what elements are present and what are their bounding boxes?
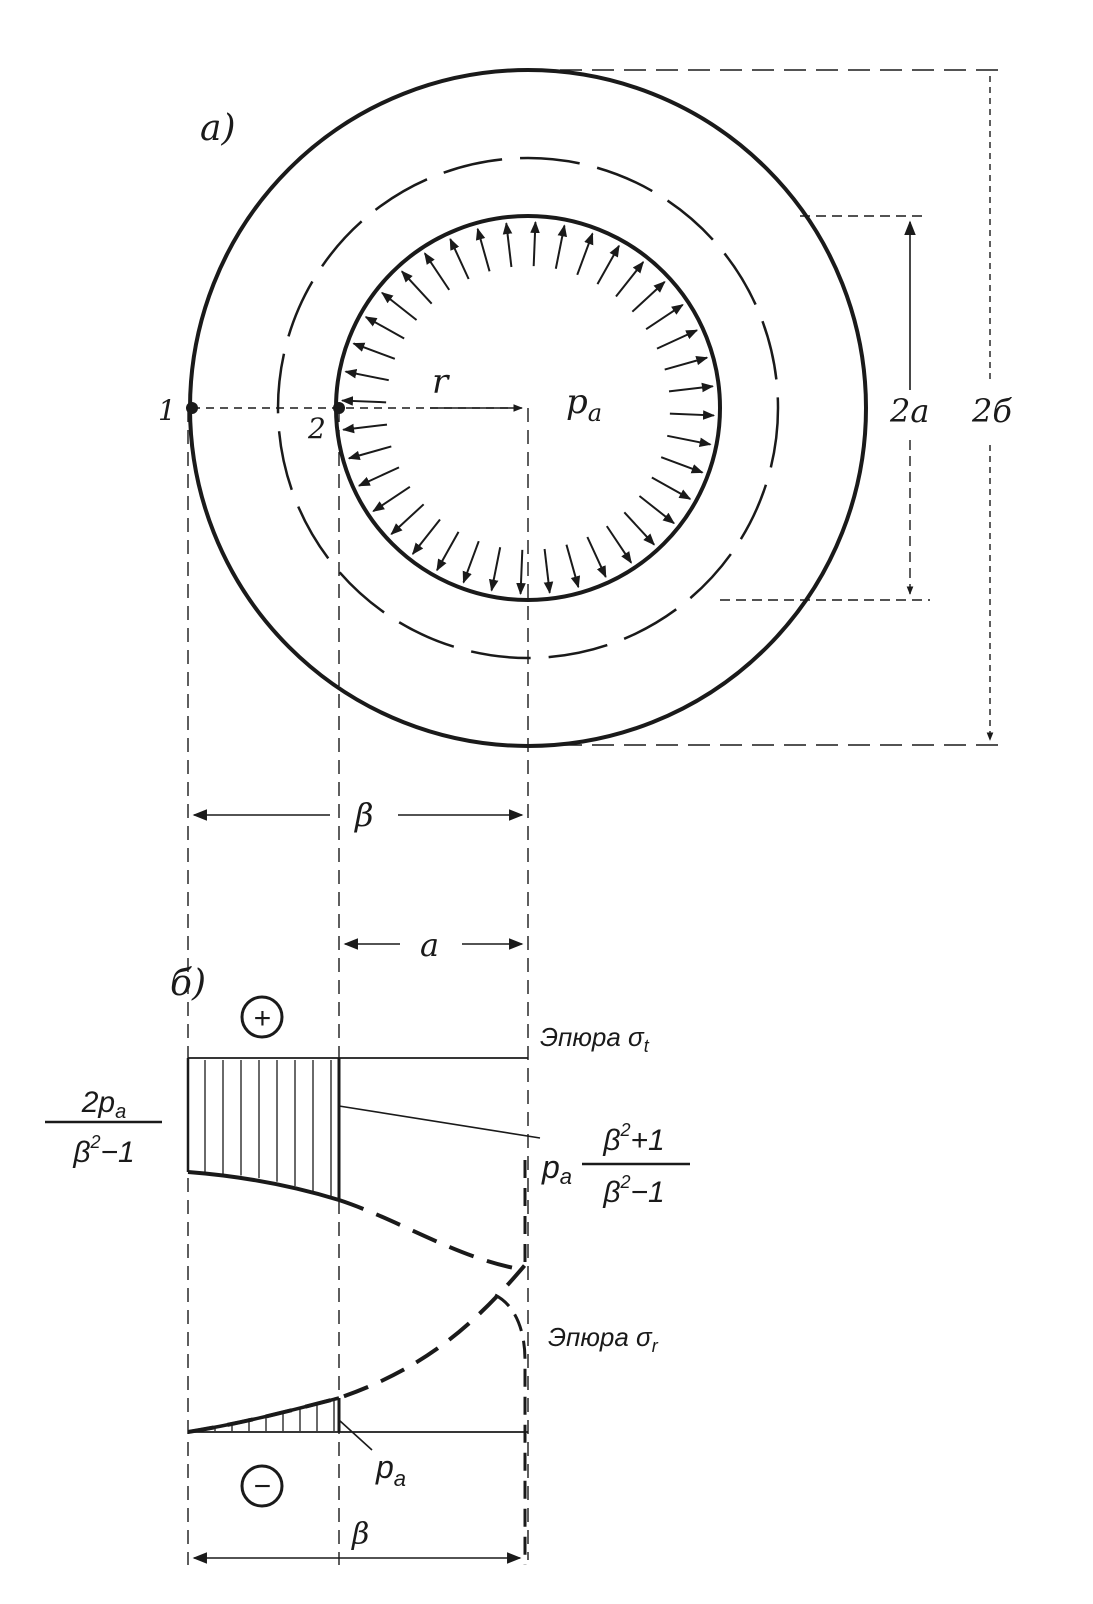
pressure-arrow [660, 456, 704, 474]
pressure-arrow [596, 244, 620, 285]
leader-line-sigma-t [338, 1105, 541, 1139]
dim-a-label: a [420, 926, 439, 964]
pressure-arrow [631, 281, 666, 313]
pressure-arrow [651, 476, 692, 500]
minus-sign: − [253, 1470, 271, 1503]
point-1-marker [186, 402, 198, 414]
inner-diameter-label: 2a [889, 392, 929, 430]
sigma-t-label: Эпюра σt [540, 1022, 650, 1056]
pressure-arrow [449, 237, 470, 280]
hatch-top [204, 1060, 332, 1198]
pressure-arrow [364, 316, 405, 340]
pressure-arrow [645, 303, 684, 331]
dim-b-label: β [354, 796, 374, 834]
pressure-arrow [586, 536, 607, 579]
radius-label: r [432, 362, 450, 402]
pressure-arrow [462, 540, 480, 584]
pa-label: pa [375, 1449, 406, 1491]
sigma-r-curve-solid [187, 1396, 340, 1434]
point-2-label: 2 [307, 412, 326, 445]
pressure-arrow [381, 291, 418, 321]
pressure-arrow [656, 329, 699, 350]
pressure-arrow [347, 445, 392, 461]
pressure-arrow [623, 511, 655, 546]
sigma-t-curve-dashed [338, 1198, 526, 1272]
sigma-r-hatched-area [188, 1398, 528, 1433]
pressure-arrows [340, 220, 716, 596]
leader-line-pa [338, 1419, 373, 1451]
pressure-arrow [372, 485, 411, 513]
pressure-arrow [667, 434, 712, 448]
sigma-r-curve-dashed [187, 1263, 527, 1434]
pressure-arrow [605, 525, 633, 564]
panel-a-label: а) [200, 108, 236, 149]
pressure-arrow [502, 222, 513, 268]
plus-sign: + [253, 1002, 271, 1035]
pressure-arrow [411, 518, 441, 555]
minus-circle [240, 1464, 284, 1508]
dim-bottom-b-label: β [351, 1517, 369, 1552]
pressure-arrow [543, 548, 554, 594]
pressure-arrow [554, 224, 568, 269]
pressure-arrow [390, 503, 425, 535]
pressure-arrow [669, 410, 716, 420]
right-fraction-pa: pa [541, 1149, 572, 1189]
pressure-label: pa [566, 382, 602, 427]
sigma-t-curve-solid [187, 1170, 340, 1202]
right-fraction-denominator: β2−1 [602, 1172, 664, 1209]
pressure-arrow [638, 495, 675, 525]
pressure-arrow [516, 549, 526, 596]
left-fraction-denominator: β2−1 [72, 1132, 134, 1169]
left-fraction-numerator: 2pa [81, 1086, 127, 1123]
pressure-arrow [475, 227, 491, 272]
pressure-arrow [668, 382, 714, 393]
pressure-arrow [344, 368, 389, 382]
pressure-arrow [664, 355, 709, 371]
pressure-arrow [530, 220, 540, 267]
point-1-label: 1 [158, 394, 176, 427]
pressure-arrow [342, 423, 388, 434]
pressure-arrow [565, 544, 581, 589]
pressure-arrow [401, 270, 433, 305]
pressure-arrow [340, 396, 387, 406]
sigma-r-label: Эпюра σr [548, 1322, 659, 1356]
sigma-t-hatched-area [186, 1057, 528, 1200]
plus-circle [240, 995, 284, 1039]
panel-b-label: б) [170, 963, 206, 1004]
pressure-arrow [423, 252, 451, 291]
right-fraction-numerator: β2+1 [602, 1120, 664, 1157]
pressure-arrow [352, 342, 396, 360]
hatch-bottom [214, 1399, 335, 1431]
pressure-arrow [576, 232, 594, 276]
pressure-arrow [436, 531, 460, 572]
left-fraction: 2pa β2−1 [45, 1086, 162, 1169]
pressure-arrow [488, 547, 502, 592]
pressure-arrow [615, 261, 645, 298]
sigma-r-tail [494, 1293, 527, 1565]
right-fraction: pa β2+1 β2−1 [541, 1120, 690, 1209]
outer-diameter-label: 2б [971, 392, 1012, 430]
pressure-arrow [357, 466, 400, 487]
